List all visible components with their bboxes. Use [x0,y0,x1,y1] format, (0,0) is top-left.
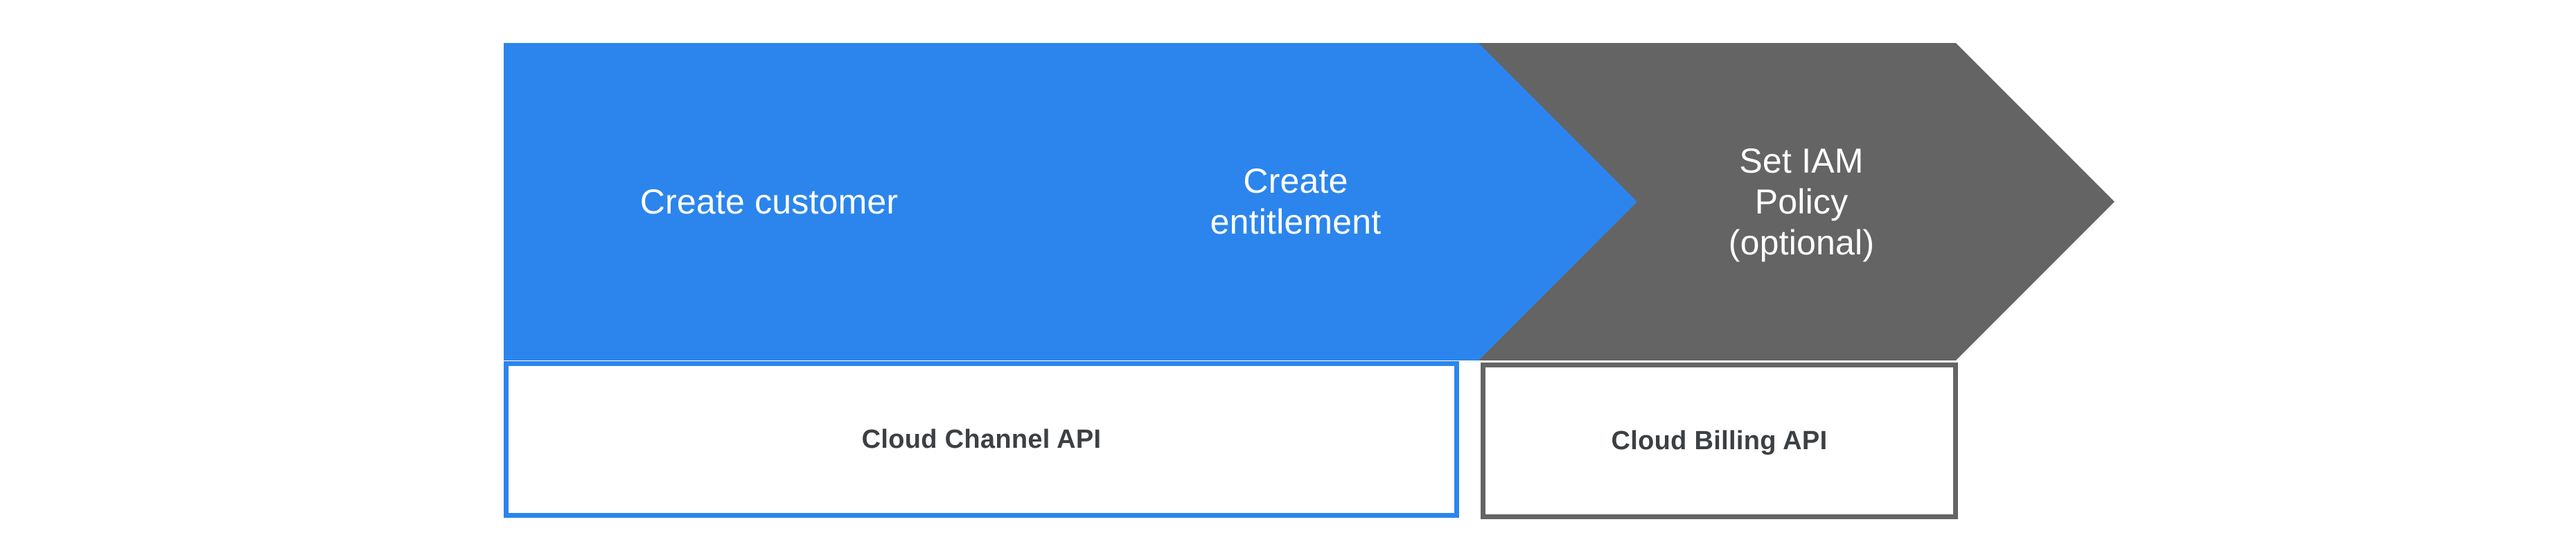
chevron-shape-set-iam-policy[interactable] [1479,43,2115,360]
api-group-label-cloud-billing-api: Cloud Billing API [1611,426,1828,455]
chevron-shape-create-customer[interactable] [504,43,1189,360]
chevron-shape-create-entitlement[interactable] [1014,43,1653,360]
api-group-cloud-channel-api[interactable]: Cloud Channel API [504,361,1459,518]
api-group-cloud-billing-api[interactable]: Cloud Billing API [1481,363,1958,519]
api-group-label-cloud-channel-api: Cloud Channel API [861,424,1102,454]
